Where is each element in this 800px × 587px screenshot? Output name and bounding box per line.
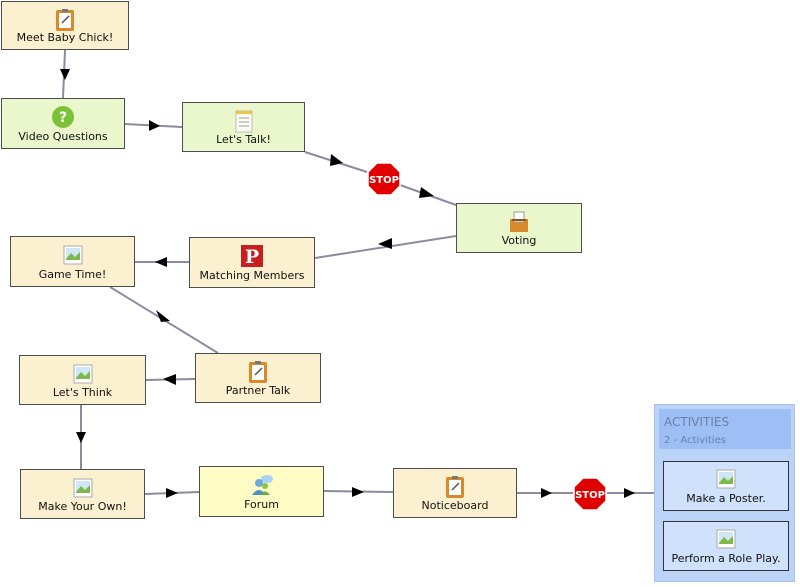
arrowhead (330, 154, 343, 166)
group-title: ACTIVITIES (664, 415, 730, 429)
image-icon (73, 364, 92, 384)
arrowhead (76, 432, 86, 443)
svg-text:P: P (245, 246, 259, 268)
node-noticeboard[interactable]: Noticeboard (393, 468, 517, 518)
activity-make-a-poster[interactable]: Make a Poster. (663, 461, 789, 511)
activity-perform-a-role-play[interactable]: Perform a Role Play. (663, 521, 789, 571)
ballot-box-icon (510, 211, 528, 232)
arrowhead (541, 488, 552, 498)
group-header: ACTIVITIES 2 - Activities (659, 409, 791, 449)
node-label: Game Time! (38, 268, 107, 281)
arrowhead (352, 487, 364, 497)
arrowhead (378, 238, 392, 249)
node-make-your-own[interactable]: Make Your Own! (20, 469, 145, 519)
stop-label: STOP (369, 175, 399, 186)
node-voting[interactable]: Voting (456, 203, 582, 253)
activities-group[interactable]: ACTIVITIES 2 - Activities Make a Poster.… (654, 404, 795, 582)
stop-sign-icon[interactable]: STOP (573, 477, 607, 511)
image-icon (716, 469, 736, 489)
node-label: Meet Baby Chick! (16, 31, 114, 44)
arrowhead (60, 69, 70, 80)
node-game-time[interactable]: Game Time! (10, 236, 135, 287)
arrowhead (419, 187, 434, 198)
svg-text:?: ? (59, 110, 67, 126)
image-icon (716, 529, 736, 549)
node-matching-members[interactable]: P Matching Members (189, 237, 315, 288)
image-icon (63, 245, 82, 265)
question-icon: ? (52, 106, 74, 128)
clipboard-icon (56, 9, 74, 31)
node-lets-talk[interactable]: Let's Talk! (182, 102, 305, 152)
arrowhead (163, 374, 176, 385)
notepad-icon (235, 110, 252, 133)
node-label: Noticeboard (421, 499, 489, 512)
connector-voting-to-matching (314, 235, 457, 259)
node-label: Let's Talk! (216, 133, 271, 146)
node-label: Video Questions (18, 130, 108, 143)
node-label: Make Your Own! (38, 500, 127, 513)
arrowhead (166, 488, 178, 498)
node-label: Matching Members (199, 269, 305, 282)
arrowhead (156, 310, 170, 322)
image-icon (73, 478, 92, 498)
arrowhead (624, 488, 635, 498)
clipboard-icon (249, 361, 267, 383)
node-video-questions[interactable]: ? Video Questions (1, 98, 125, 149)
p-letter-icon: P (241, 245, 263, 268)
node-meet-baby-chick[interactable]: Meet Baby Chick! (1, 1, 129, 50)
people-chat-icon (251, 475, 273, 495)
node-partner-talk[interactable]: Partner Talk (195, 353, 321, 403)
node-label: Partner Talk (225, 384, 291, 397)
node-label: Voting (501, 234, 537, 247)
node-lets-think[interactable]: Let's Think (19, 355, 146, 405)
arrowhead (155, 257, 167, 267)
node-label: Forum (244, 498, 279, 511)
node-forum[interactable]: Forum (199, 466, 324, 517)
activity-label: Make a Poster. (686, 492, 766, 505)
stop-sign-icon[interactable]: STOP (367, 162, 401, 196)
node-label: Let's Think (52, 386, 113, 399)
clipboard-icon (446, 476, 464, 498)
group-subtitle: 2 - Activities (664, 435, 726, 446)
stop-label: STOP (575, 490, 605, 501)
arrowhead (149, 120, 160, 131)
activity-label: Perform a Role Play. (671, 552, 781, 565)
